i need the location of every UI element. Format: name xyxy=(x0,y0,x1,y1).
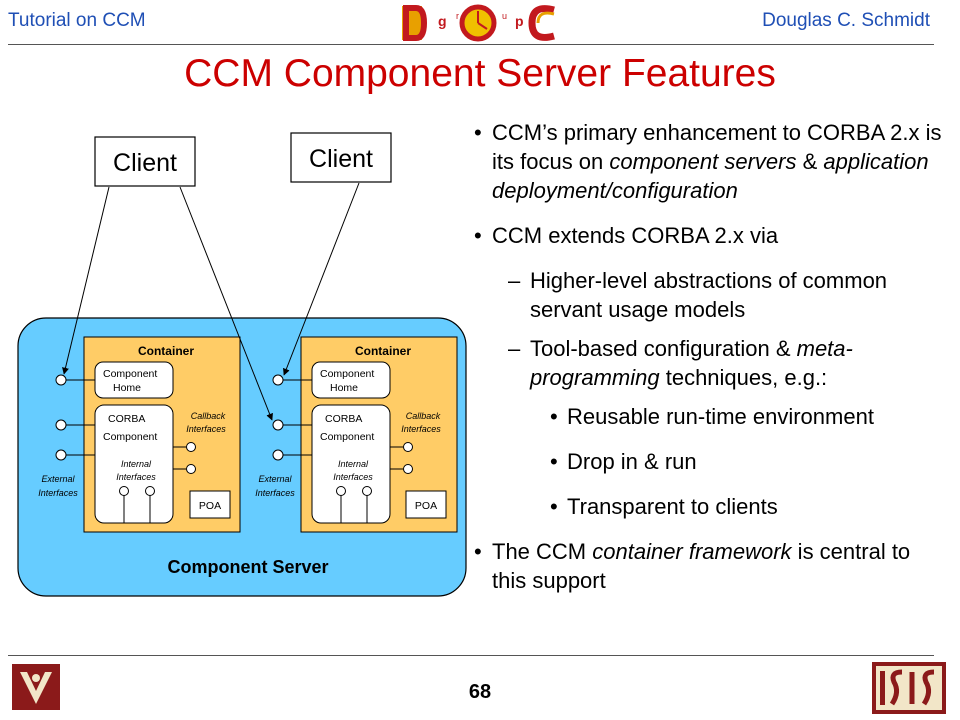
container-left-label: Container xyxy=(138,344,194,358)
arrow-client-right-to-home xyxy=(283,182,360,376)
corba-right-line1: CORBA xyxy=(325,413,362,425)
internal-left-line1: Internal xyxy=(121,459,152,469)
component-home-right-line2: Home xyxy=(330,382,358,394)
header-divider xyxy=(8,44,934,45)
arrow-client-left-to-home xyxy=(62,186,110,375)
callback-port-icon xyxy=(403,464,413,474)
corba-left-line2: Component xyxy=(103,431,157,443)
external-port-icon xyxy=(272,419,284,431)
subbullet-tools: –Tool-based configuration & meta-program… xyxy=(508,336,853,390)
internal-port-icon xyxy=(336,486,346,496)
external-right-line1: External xyxy=(258,474,292,484)
logo-letter-u: u xyxy=(502,11,507,21)
external-right-line2: Interfaces xyxy=(255,488,295,498)
callback-left-line2: Interfaces xyxy=(186,424,226,434)
subbullet-abstractions: –Higher-level abstractions of common ser… xyxy=(508,268,888,322)
isis-logo xyxy=(872,662,946,719)
poa-left-label: POA xyxy=(199,500,221,512)
subsub-reusable: Reusable run-time environment xyxy=(472,402,948,431)
internal-left-line2: Interfaces xyxy=(116,472,156,482)
callback-port-icon xyxy=(186,464,196,474)
component-server-label: Component Server xyxy=(167,557,328,577)
subsub-drop-in: Drop in & run xyxy=(472,447,948,476)
internal-port-icon xyxy=(362,486,372,496)
doc-group-logo: g r u p xyxy=(398,2,558,49)
header-author: Douglas C. Schmidt xyxy=(762,10,930,31)
slide-title: CCM Component Server Features xyxy=(184,52,776,95)
external-port-icon xyxy=(55,419,67,431)
container-right: Container Component Home CORBA Component… xyxy=(255,336,458,533)
bullet-extends: CCM extends CORBA 2.x via xyxy=(472,221,948,250)
subsub-transparent: Transparent to clients xyxy=(472,492,948,521)
internal-right-line2: Interfaces xyxy=(333,472,373,482)
bullet-list: CCM’s primary enhancement to CORBA 2.x i… xyxy=(472,118,948,611)
component-home-left-line1: Component xyxy=(103,368,157,380)
external-port-icon xyxy=(272,374,284,386)
external-left-line2: Interfaces xyxy=(38,488,78,498)
logo-letter-r: r xyxy=(456,11,459,21)
external-port-icon xyxy=(272,449,284,461)
corba-right-line2: Component xyxy=(320,431,374,443)
callback-port-icon xyxy=(186,442,196,452)
internal-right-line1: Internal xyxy=(338,459,369,469)
container-left: Container Component Home CORBA Component… xyxy=(38,336,241,533)
client-left-box xyxy=(94,136,196,187)
component-home-right-line1: Component xyxy=(320,368,374,380)
header-course-title: Tutorial on CCM xyxy=(8,10,146,31)
callback-right-line1: Callback xyxy=(406,411,441,421)
component-home-left-line2: Home xyxy=(113,382,141,394)
callback-port-icon xyxy=(403,442,413,452)
bullet-primary-enhancement: CCM’s primary enhancement to CORBA 2.x i… xyxy=(472,118,948,205)
poa-right xyxy=(405,490,447,519)
client-left-label: Client xyxy=(113,149,177,177)
bullet-container-framework: The CCM container framework is central t… xyxy=(472,537,948,595)
callback-left-line1: Callback xyxy=(191,411,226,421)
arrow-client-left-to-component xyxy=(179,186,273,421)
internal-port-icon xyxy=(145,486,155,496)
client-right-box xyxy=(290,132,392,183)
callback-right-line2: Interfaces xyxy=(401,424,441,434)
page-number: 68 xyxy=(468,681,492,703)
external-left-line1: External xyxy=(41,474,75,484)
footer-divider xyxy=(8,655,934,656)
vanderbilt-logo xyxy=(12,664,60,715)
logo-letter-p: p xyxy=(515,13,524,29)
external-port-icon xyxy=(55,449,67,461)
poa-right-label: POA xyxy=(415,500,437,512)
client-right-label: Client xyxy=(309,145,373,173)
poa-left xyxy=(189,490,231,519)
internal-port-icon xyxy=(119,486,129,496)
container-right-label: Container xyxy=(355,344,411,358)
logo-letter-g: g xyxy=(438,13,447,29)
corba-left-line1: CORBA xyxy=(108,413,145,425)
external-port-icon xyxy=(55,374,67,386)
